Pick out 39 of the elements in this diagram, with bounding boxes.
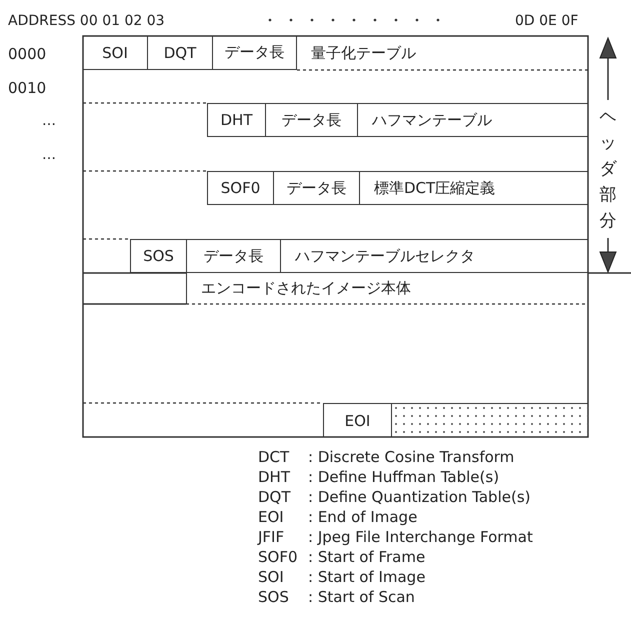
length-field: データ長 — [265, 103, 357, 137]
abbreviation-definition: : Define Huffman Table(s) — [308, 470, 500, 485]
abbreviation-definition: : Start of Frame — [308, 550, 426, 565]
table-field: ハフマンテーブルセレクタ — [280, 239, 588, 273]
abbreviation-definition: : End of Image — [308, 510, 418, 525]
abbreviation: EOI — [258, 510, 284, 525]
abbreviation-definition: : Define Quantization Table(s) — [308, 490, 530, 505]
abbreviation-definition: : Jpeg File Interchange Format — [308, 530, 533, 545]
length-field: データ長 — [273, 171, 359, 205]
abbreviation: SOF0 — [258, 550, 298, 565]
address-header: 0D 0E 0F — [515, 14, 578, 28]
abbreviation: DHT — [258, 470, 290, 485]
marker-field: SOF0 — [207, 171, 273, 205]
abbreviation: JFIF — [258, 530, 284, 545]
row-address: 0000 — [8, 47, 46, 62]
table-field: ハフマンテーブル — [357, 103, 588, 137]
abbreviation: DQT — [258, 490, 291, 505]
marker-field: EOI — [323, 403, 391, 437]
row-address: … — [42, 114, 56, 128]
abbreviation-definition: : Start of Scan — [308, 590, 415, 605]
marker-field: SOS — [130, 239, 186, 273]
table-field: 量子化テーブル — [297, 36, 588, 70]
length-field: データ長 — [213, 36, 297, 70]
marker-field: SOI — [83, 36, 148, 70]
row-address: … — [42, 148, 56, 162]
table-field: 標準DCT圧縮定義 — [359, 171, 588, 205]
image-data-field: エンコードされたイメージ本体 — [186, 273, 588, 304]
abbreviation: SOS — [258, 590, 289, 605]
abbreviation-definition: : Start of Image — [308, 570, 426, 585]
abbreviation: SOI — [258, 570, 284, 585]
address-header: ADDRESS 00 01 02 03 — [8, 14, 165, 28]
length-field: データ長 — [186, 239, 280, 273]
abbreviation: DCT — [258, 450, 290, 465]
marker-field: DQT — [148, 36, 213, 70]
row-address: 0010 — [8, 81, 46, 96]
marker-field: DHT — [207, 103, 265, 137]
abbreviation-definition: : Discrete Cosine Transform — [308, 450, 514, 465]
padding-field — [391, 403, 588, 437]
section-label: ヘッダ部分 — [598, 100, 618, 238]
